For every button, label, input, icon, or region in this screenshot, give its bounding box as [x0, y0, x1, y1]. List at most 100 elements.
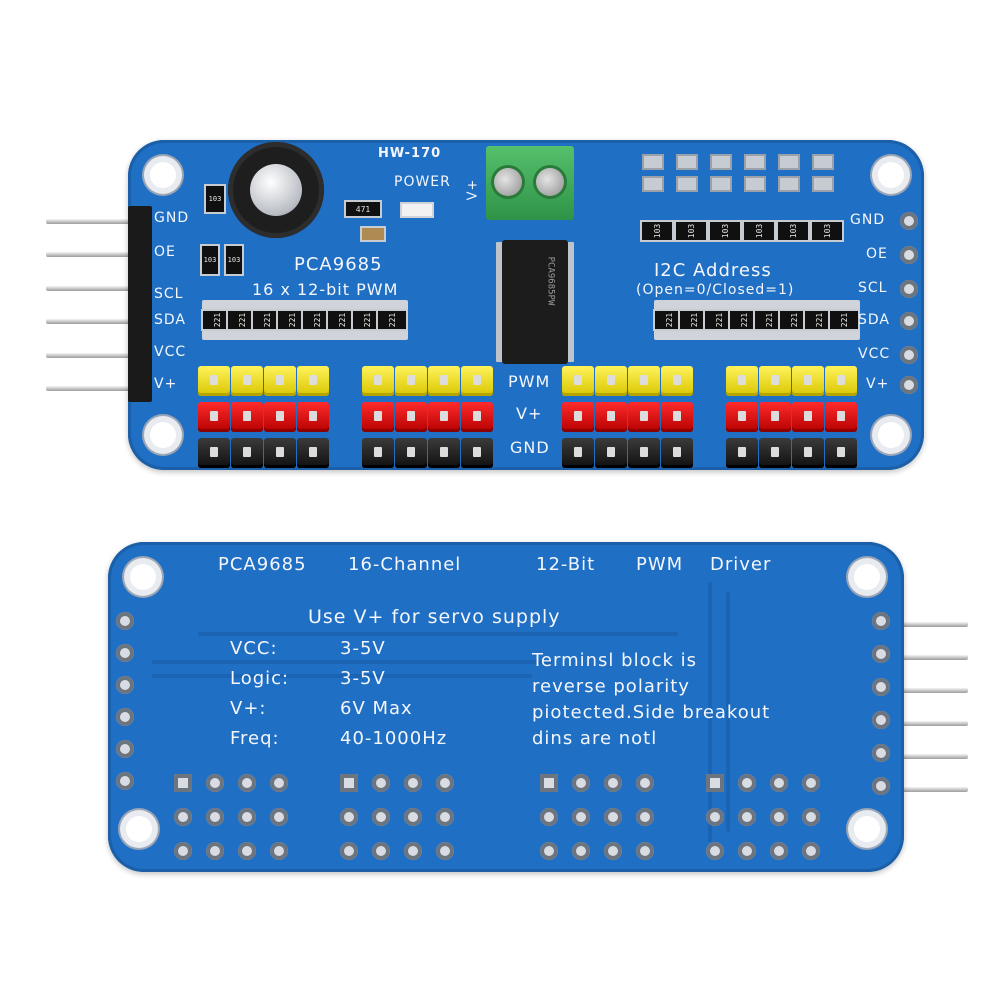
- header-pin: [46, 252, 146, 257]
- solder-pad: [238, 808, 256, 826]
- servo-header-gnd: [395, 438, 427, 468]
- servo-header-pwm: [825, 366, 857, 396]
- solder-pad: [404, 808, 422, 826]
- terminal-block[interactable]: [486, 146, 574, 220]
- header-pin: [890, 688, 968, 693]
- capacitor: [228, 142, 324, 238]
- header-pin: [46, 319, 146, 324]
- solder-pad: [340, 842, 358, 860]
- solder-pad: [604, 808, 622, 826]
- right-pin-sda: SDA: [858, 312, 890, 328]
- note-line: reverse polarity: [532, 676, 690, 697]
- mounting-hole: [150, 162, 176, 188]
- servo-header-pwm: [297, 366, 329, 396]
- address-jumper-pad: [778, 154, 800, 170]
- header-pin: [46, 219, 146, 224]
- rail-label-pwm: PWM: [508, 372, 551, 391]
- pcb-trace: [198, 632, 678, 636]
- pin-pad: [116, 612, 134, 630]
- left-pin-scl: SCL: [154, 286, 184, 302]
- servo-header-gnd: [726, 438, 758, 468]
- solder-pad: [270, 808, 288, 826]
- solder-pad: [770, 808, 788, 826]
- right-pin-vcc: VCC: [858, 346, 891, 362]
- servo-header-pwm: [231, 366, 263, 396]
- pin-pad: [872, 711, 890, 729]
- servo-header-gnd: [297, 438, 329, 468]
- servo-header-gnd: [562, 438, 594, 468]
- pin-pad: [900, 212, 918, 230]
- board-title-part: PWM: [636, 554, 684, 575]
- servo-header-vplus: [231, 402, 263, 432]
- servo-header-pwm: [595, 366, 627, 396]
- resistor: 103: [640, 220, 674, 242]
- spec-key: Logic:: [230, 668, 290, 689]
- solder-pad: [206, 774, 224, 792]
- screw-terminal[interactable]: [536, 168, 564, 196]
- board-title-part: 12-Bit: [536, 554, 596, 575]
- capacitor-smd: [360, 226, 386, 242]
- resistor: 103: [204, 184, 226, 214]
- servo-header-pwm: [661, 366, 693, 396]
- pcb-trace: [152, 674, 532, 678]
- pin-pad: [116, 644, 134, 662]
- servo-header-pwm: [264, 366, 296, 396]
- mounting-hole: [854, 564, 880, 590]
- left-pin-oe: OE: [154, 244, 176, 260]
- servo-header-gnd: [362, 438, 394, 468]
- header-pin: [890, 622, 968, 627]
- servo-header-gnd: [461, 438, 493, 468]
- address-jumper-pad: [676, 176, 698, 192]
- spec-value: 3-5V: [340, 638, 386, 659]
- power-label: POWER: [394, 174, 451, 190]
- servo-header-vplus: [562, 402, 594, 432]
- servo-header-vplus: [628, 402, 660, 432]
- solder-pad: [372, 774, 390, 792]
- solder-pad: [238, 774, 256, 792]
- chip-name: PCA9685: [294, 254, 383, 275]
- solder-pad: [238, 842, 256, 860]
- solder-pad: [340, 774, 358, 792]
- servo-header-vplus: [362, 402, 394, 432]
- servo-header-pwm: [562, 366, 594, 396]
- solder-pad: [636, 842, 654, 860]
- right-pin-oe: OE: [866, 246, 888, 262]
- servo-header-gnd: [231, 438, 263, 468]
- spec-value: 40-1000Hz: [340, 728, 448, 749]
- pin-pad: [116, 772, 134, 790]
- solder-pad: [802, 808, 820, 826]
- pin-pad: [900, 246, 918, 264]
- note-line: Terminsl block is: [532, 650, 697, 671]
- solder-pad: [572, 774, 590, 792]
- header-pin: [890, 655, 968, 660]
- spec-key: VCC:: [230, 638, 278, 659]
- screw-terminal[interactable]: [494, 168, 522, 196]
- solder-pad: [436, 842, 454, 860]
- servo-header-pwm: [792, 366, 824, 396]
- solder-pad: [436, 808, 454, 826]
- header-pin: [890, 721, 968, 726]
- servo-header-gnd: [661, 438, 693, 468]
- servo-header-vplus: [792, 402, 824, 432]
- header-pin: [890, 787, 968, 792]
- right-pin-vplus: V+: [866, 376, 890, 392]
- solder-pad: [270, 842, 288, 860]
- solder-pad: [206, 842, 224, 860]
- pin-pad: [872, 645, 890, 663]
- note-line: dins are notl: [532, 728, 658, 749]
- model-label: HW-170: [378, 146, 442, 161]
- header-pin: [46, 386, 146, 391]
- pca9685-board-top: HW-170 POWER 471 103 103 103 GND OE SCL …: [128, 140, 924, 470]
- left-pin-gnd: GND: [154, 210, 190, 226]
- servo-header-vplus: [395, 402, 427, 432]
- servo-header-pwm: [628, 366, 660, 396]
- servo-header-vplus: [759, 402, 791, 432]
- i2c-address-note: (Open=0/Closed=1): [636, 282, 795, 298]
- servo-header-pwm: [428, 366, 460, 396]
- servo-header-gnd: [595, 438, 627, 468]
- board-title-part: Driver: [710, 554, 772, 575]
- servo-header-pwm: [362, 366, 394, 396]
- address-jumper-pad: [778, 176, 800, 192]
- solder-pad: [706, 842, 724, 860]
- resistor: 221: [376, 309, 408, 331]
